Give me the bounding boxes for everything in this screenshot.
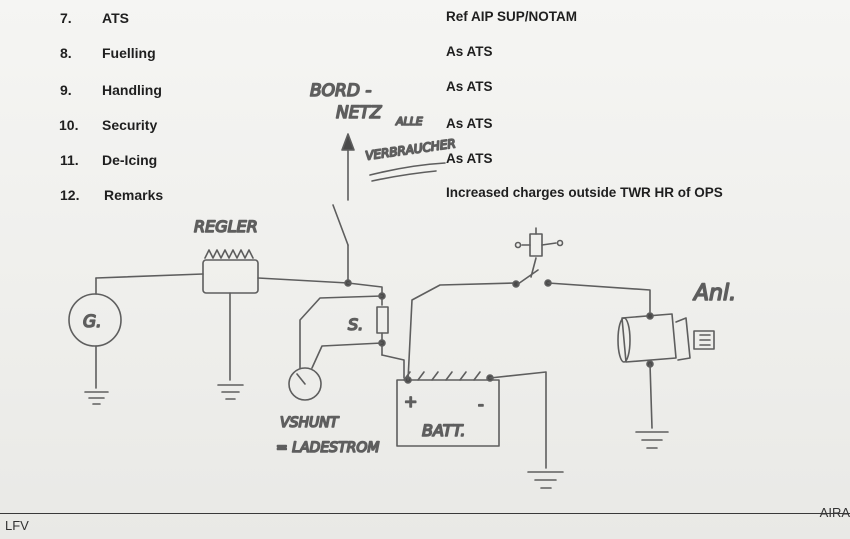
item-number: 10.: [59, 117, 79, 133]
item-label: Security: [102, 117, 158, 133]
footer-right-text: AIRA: [819, 505, 850, 520]
footer-left-text: LFV: [5, 518, 29, 533]
item-label: De-Icing: [102, 152, 158, 168]
shunt-label: S.: [348, 315, 363, 334]
list-item: 10. Security As ATS: [0, 116, 850, 139]
wire: [547, 282, 651, 313]
verbraucher-label: VERBRAUCHER: [364, 136, 456, 163]
battery-box: [396, 379, 500, 447]
regler-label: REGLER: [194, 217, 258, 236]
wire: [347, 282, 383, 306]
verbraucher-underline-2: [371, 170, 437, 182]
ladestrom-label: = LADESTROM: [276, 440, 379, 456]
wire: [649, 363, 653, 429]
starter-terminal: [646, 312, 654, 320]
list-item: 7. ATS Ref AIP SUP/NOTAM: [0, 9, 850, 32]
wire: [311, 342, 383, 369]
item-value: As ATS: [446, 79, 493, 94]
verbraucher-underline: [369, 162, 446, 176]
item-value: Ref AIP SUP/NOTAM: [446, 9, 578, 24]
alle-label: ALLE: [395, 115, 423, 128]
item-number: 8.: [60, 45, 72, 61]
battery-plus: +: [404, 392, 417, 411]
battery-hatching: [403, 371, 481, 381]
relay-linkage: [530, 257, 537, 278]
starter-gear: [693, 330, 715, 350]
list-item: 11. De-Icing As ATS: [0, 151, 850, 174]
switch-icon: [332, 204, 349, 246]
item-value: As ATS: [446, 151, 493, 166]
item-number: 7.: [60, 10, 72, 26]
vshunt-label: VSHUNT: [280, 415, 340, 431]
wire: [489, 371, 547, 469]
regulator-zigzag: [204, 249, 254, 259]
shunt-resistor: [376, 306, 389, 334]
wire: [299, 295, 383, 369]
item-number: 9.: [60, 82, 72, 98]
button-contact: [514, 241, 522, 249]
battery-label: BATT.: [422, 421, 466, 440]
item-value: As ATS: [446, 44, 493, 59]
item-label: Fuelling: [102, 45, 156, 61]
voltmeter-icon: [288, 367, 322, 401]
list-item: 12. Remarks Increased charges outside TW…: [0, 185, 850, 209]
item-value: As ATS: [446, 116, 493, 131]
voltmeter-needle: [296, 373, 306, 385]
item-value: Increased charges outside TWR HR of OPS: [446, 185, 723, 200]
list-item: 8. Fuelling As ATS: [0, 44, 850, 67]
start-button-icon: [529, 233, 543, 257]
bordnetz-label-line1: BORD -: [310, 81, 371, 101]
button-contact: [556, 239, 564, 247]
item-label: ATS: [102, 10, 129, 26]
wire: [257, 277, 349, 284]
regulator-box: [202, 259, 259, 294]
item-label: Remarks: [104, 187, 164, 203]
generator-icon: [68, 293, 122, 347]
generator-label: G.: [83, 312, 102, 332]
list-item: 9. Handling As ATS: [0, 79, 850, 104]
wire: [95, 273, 204, 279]
starter-gear-teeth: [699, 334, 711, 346]
item-label: Handling: [102, 82, 162, 98]
footer-divider: [0, 513, 850, 514]
bordnetz-label-line2: NETZ: [336, 103, 382, 123]
wire: [381, 354, 405, 379]
arrow-up-icon: [341, 133, 355, 151]
item-number: 11.: [60, 152, 79, 168]
starter-motor-icon: [621, 313, 677, 363]
relay-switch: [517, 269, 539, 285]
starter-motor-end: [617, 317, 631, 363]
wire: [541, 242, 557, 246]
item-number: 12.: [60, 187, 80, 203]
battery-minus: -: [478, 395, 484, 414]
starter-pinion: [675, 317, 691, 361]
wire: [407, 282, 517, 381]
anlasser-label: Anl.: [692, 281, 736, 306]
